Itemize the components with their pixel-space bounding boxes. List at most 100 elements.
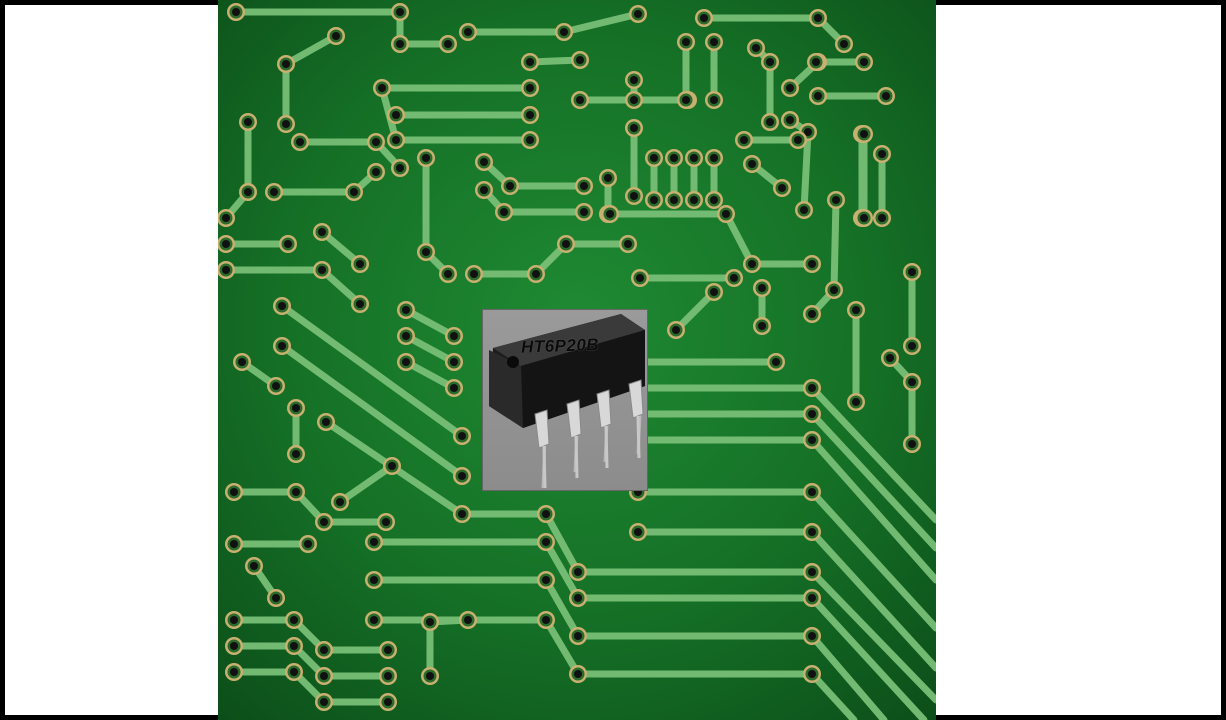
solder-pad [803, 563, 821, 581]
solder-pad [735, 131, 753, 149]
solder-pad [625, 91, 643, 109]
solder-pad [903, 435, 921, 453]
solder-pad [239, 183, 257, 201]
solder-pad [445, 327, 463, 345]
solder-pad [421, 613, 439, 631]
solder-pad [773, 179, 791, 197]
circuit-board: HT6P20B [218, 0, 936, 720]
solder-pad [397, 327, 415, 345]
solder-pad [367, 163, 385, 181]
solder-pad [789, 131, 807, 149]
solder-pad [315, 641, 333, 659]
solder-pad [631, 269, 649, 287]
solder-pad [725, 269, 743, 287]
solder-pad [803, 627, 821, 645]
solder-pad [277, 55, 295, 73]
solder-pad [575, 203, 593, 221]
solder-pad [225, 483, 243, 501]
solder-pad [855, 53, 873, 71]
solder-pad [351, 255, 369, 273]
solder-pad [315, 693, 333, 711]
solder-pad [267, 589, 285, 607]
solder-pad [373, 79, 391, 97]
solder-pad [847, 301, 865, 319]
trace [542, 616, 582, 678]
solder-pad [809, 9, 827, 27]
solder-pad [287, 399, 305, 417]
solder-pad [803, 379, 821, 397]
trace [542, 538, 582, 602]
solder-pad [397, 353, 415, 371]
solder-pad [677, 91, 695, 109]
solder-pad [753, 279, 771, 297]
trace [808, 670, 858, 720]
solder-pad [555, 23, 573, 41]
trace [402, 332, 458, 366]
solder-pad [705, 191, 723, 209]
solder-pad [629, 523, 647, 541]
solder-pad [501, 177, 519, 195]
solder-pad [803, 431, 821, 449]
solder-pad [645, 191, 663, 209]
solder-pad [753, 317, 771, 335]
solder-pad [218, 261, 235, 279]
solder-pad [521, 106, 539, 124]
solder-pad [273, 297, 291, 315]
solder-pad [569, 665, 587, 683]
solder-pad [453, 467, 471, 485]
solder-pad [743, 255, 761, 273]
solder-pad [459, 611, 477, 629]
trace [808, 410, 936, 552]
solder-pad [855, 125, 873, 143]
solder-pad [313, 223, 331, 241]
trace [282, 32, 340, 68]
solder-pad [417, 243, 435, 261]
solder-pad [365, 533, 383, 551]
solder-pad [377, 513, 395, 531]
solder-pad [287, 483, 305, 501]
solder-pad [747, 39, 765, 57]
solder-pad [881, 349, 899, 367]
solder-pad [537, 611, 555, 629]
solder-pad [803, 523, 821, 541]
solder-pad [625, 119, 643, 137]
solder-pad [521, 53, 539, 71]
solder-pad [225, 611, 243, 629]
solder-pad [781, 111, 799, 129]
trace [800, 128, 812, 214]
trace [808, 384, 936, 524]
solder-pad [803, 665, 821, 683]
solder-pad [245, 557, 263, 575]
solder-pad [379, 641, 397, 659]
solder-pad [227, 3, 245, 21]
solder-pad [803, 483, 821, 501]
solder-pad [265, 183, 283, 201]
solder-pad [387, 131, 405, 149]
solder-pad [345, 183, 363, 201]
solder-pad [717, 205, 735, 223]
circuit-board-drawing [218, 0, 936, 720]
solder-pad [273, 337, 291, 355]
solder-pad [239, 113, 257, 131]
trace [542, 576, 582, 640]
trace [278, 342, 466, 480]
solder-pad [625, 187, 643, 205]
solder-pad [575, 177, 593, 195]
solder-pad [225, 663, 243, 681]
trace [808, 568, 936, 704]
solder-pad [705, 283, 723, 301]
solder-pad [421, 667, 439, 685]
solder-pad [537, 571, 555, 589]
solder-pad [439, 265, 457, 283]
solder-pad [537, 505, 555, 523]
solder-pad [685, 149, 703, 167]
solder-pad [445, 353, 463, 371]
solder-pad [439, 35, 457, 53]
solder-pad [267, 377, 285, 395]
solder-pad [225, 637, 243, 655]
solder-pad [465, 265, 483, 283]
solder-pad [625, 71, 643, 89]
solder-pad [571, 91, 589, 109]
solder-pad [855, 209, 873, 227]
solder-pad [809, 87, 827, 105]
